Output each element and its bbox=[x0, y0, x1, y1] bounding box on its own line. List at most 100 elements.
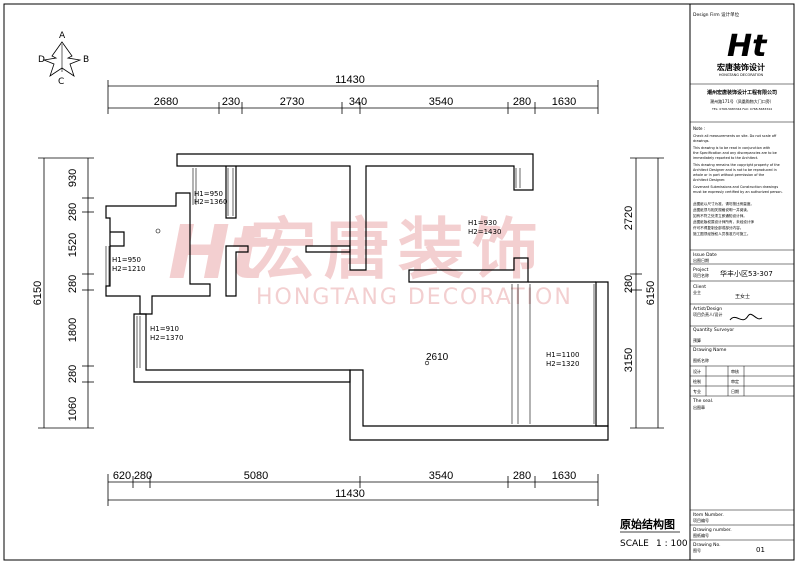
tb-grid-label: 绘制 bbox=[693, 378, 701, 384]
watermark-logo: Ht bbox=[168, 210, 268, 296]
tb-grid-labels: 设计 审核 绘制 审定 专业 日期 bbox=[693, 368, 739, 394]
tb-address: 潮州路171号（凤凰购物大门口旁） bbox=[710, 98, 774, 104]
dim-left-seg-1: 930 bbox=[67, 169, 79, 187]
tb-note-line: drawings. bbox=[693, 139, 710, 143]
window-5-h1: H1=1100 bbox=[546, 351, 579, 359]
dimension-bottom bbox=[107, 474, 599, 506]
window-1-h1: H1=950 bbox=[194, 190, 223, 198]
tb-note-line: whole or in part without permission of t… bbox=[693, 173, 764, 177]
dim-top-seg-4: 340 bbox=[349, 96, 367, 108]
tb-seal-cn: 出图章 bbox=[693, 404, 705, 410]
tb-tel: TEL: 0768-5683344 FAX: 0768-5683344 bbox=[711, 107, 772, 111]
plan-title: 原始结构图 bbox=[620, 517, 675, 531]
compass-c: C bbox=[58, 77, 64, 87]
tb-cn-note-line: 施工图须经授权人员核准方可施工。 bbox=[693, 231, 751, 236]
tb-dwg-no-cn: 图纸编号 bbox=[693, 532, 709, 538]
dim-top-seg-2: 230 bbox=[222, 96, 240, 108]
dim-bottom-seg-3: 5080 bbox=[244, 470, 268, 482]
dim-left-seg-6: 280 bbox=[67, 365, 79, 383]
dim-right-seg-2: 280 bbox=[623, 275, 635, 293]
tb-drawing-name-en: Drawing Name bbox=[693, 347, 727, 353]
dim-bottom-seg-5: 280 bbox=[513, 470, 531, 482]
tb-dwg-no-en: Drawing number. bbox=[693, 527, 732, 533]
tb-grid-label: 专业 bbox=[693, 388, 701, 394]
tb-cn-note-line: 许可不得复制全部或部分内容。 bbox=[693, 225, 743, 230]
tb-note-lines: Check all measurements on site. Do not s… bbox=[692, 134, 783, 194]
tb-note-line: must be expressly certified by an author… bbox=[693, 190, 783, 194]
dim-left-seg-4: 280 bbox=[67, 275, 79, 293]
dim-bottom-seg-1: 620 bbox=[113, 470, 131, 482]
dim-bottom-seg-4: 3540 bbox=[429, 470, 453, 482]
tb-cn-note-line: 如有不符之处须立即通知设计师。 bbox=[693, 213, 747, 218]
marker-icon bbox=[424, 360, 430, 366]
dim-top-seg-7: 1630 bbox=[552, 96, 576, 108]
tb-note-line: This drawing remains the copyright prope… bbox=[692, 163, 780, 167]
dim-left-total: 6150 bbox=[32, 281, 44, 305]
tb-note-line: immediately reported to the Architect. bbox=[693, 156, 758, 160]
drain-icon bbox=[155, 228, 161, 234]
window-4-h2: H2=1430 bbox=[468, 228, 501, 236]
compass-b: B bbox=[83, 55, 89, 65]
dim-right-seg-1: 2720 bbox=[623, 206, 635, 230]
window-5-h2: H2=1320 bbox=[546, 360, 579, 368]
compass-icon: A B C D bbox=[38, 31, 89, 87]
window-3-h1: H1=910 bbox=[150, 325, 179, 333]
dim-top-total: 11430 bbox=[335, 74, 365, 86]
dim-top-seg-6: 280 bbox=[513, 96, 531, 108]
wall-right bbox=[595, 281, 609, 427]
tb-grid-label: 审核 bbox=[731, 368, 739, 374]
tb-drawing-name-cn: 图纸名称 bbox=[693, 357, 709, 363]
dim-bottom-total: 11430 bbox=[335, 488, 365, 500]
tb-item-no-cn: 项目编号 bbox=[693, 517, 709, 523]
tb-issue-date-en: Issue Date bbox=[693, 252, 717, 258]
watermark: Ht 宏唐装饰 HONGTANG DECORATION bbox=[168, 210, 571, 310]
tb-logo-en: HONGTANG DECORATION bbox=[719, 73, 764, 77]
window-4-h1: H1=930 bbox=[468, 219, 497, 227]
tb-designer-cn: 项目负责人/设计 bbox=[693, 311, 722, 317]
tb-grid bbox=[690, 366, 794, 397]
tb-note-line: Architect Designer. bbox=[693, 178, 725, 182]
dim-left-seg-2: 280 bbox=[67, 203, 79, 221]
scale-value: 1 : 100 bbox=[656, 539, 688, 549]
tb-client-cn: 业主 bbox=[693, 289, 701, 295]
wall-room1-bottom bbox=[408, 257, 529, 283]
tb-grid-label: 设计 bbox=[693, 368, 701, 374]
tb-item-no-en: Item Number. bbox=[693, 512, 724, 518]
tb-client-value: 王女士 bbox=[735, 293, 750, 300]
tb-designer-en: Artist/Design bbox=[693, 306, 722, 312]
signature-icon bbox=[729, 313, 763, 321]
tb-dwg-no2-en: Drawing No. bbox=[693, 542, 721, 548]
tb-note-line: Covenant Submissions and Construction dr… bbox=[693, 185, 778, 189]
dim-right-seg-3: 3150 bbox=[623, 348, 635, 372]
dimension-right bbox=[630, 157, 664, 429]
sheet-border bbox=[3, 3, 795, 561]
tb-cn-note-line: 此图纸版权属设计师所有，未经设计师 bbox=[693, 219, 754, 224]
dim-left-seg-7: 1060 bbox=[67, 397, 79, 421]
dimension-top bbox=[107, 80, 599, 114]
tb-seal-en: The seal. bbox=[692, 398, 713, 404]
dim-top-seg-1: 2680 bbox=[154, 96, 178, 108]
dimension-left bbox=[38, 157, 94, 429]
watermark-cn: 宏唐装饰 bbox=[250, 211, 546, 288]
wall-top bbox=[176, 153, 534, 271]
wall-bottom bbox=[349, 369, 609, 441]
window-2-h2: H2=1210 bbox=[112, 265, 145, 273]
dim-top-seg-5: 3540 bbox=[429, 96, 453, 108]
tb-note-head: Note : bbox=[693, 126, 705, 131]
compass-a: A bbox=[59, 31, 66, 41]
dim-bottom-seg-2: 280 bbox=[134, 470, 152, 482]
tb-cn-note-line: 此图纸须与相关规格说明一并阅读， bbox=[693, 207, 751, 212]
tb-client-en: Client bbox=[693, 284, 706, 290]
wall-stub-left bbox=[225, 245, 249, 297]
dim-left-seg-5: 1800 bbox=[67, 318, 79, 342]
wall-upper-left bbox=[105, 192, 211, 315]
window-3-h2: H2=1370 bbox=[150, 334, 183, 342]
tb-design-firm: Design Firm 设计单位 bbox=[693, 11, 740, 18]
tb-qs-cn: 预算 bbox=[693, 337, 701, 343]
title-block: Design Firm 设计单位 Ht 宏唐装饰设计 HONGTANG DECO… bbox=[690, 11, 794, 554]
tb-note-line: the Specification and any discrepancies … bbox=[693, 151, 777, 155]
window-2-h1: H1=950 bbox=[112, 256, 141, 264]
tb-cn-notes: 此图纸以尺寸为准，请勿按比例量度。 此图纸须与相关规格说明一并阅读， 如有不符之… bbox=[693, 201, 754, 236]
dim-left-seg-3: 1520 bbox=[67, 233, 79, 257]
tb-note-line: Architect Designer and is not to be repr… bbox=[693, 168, 777, 172]
